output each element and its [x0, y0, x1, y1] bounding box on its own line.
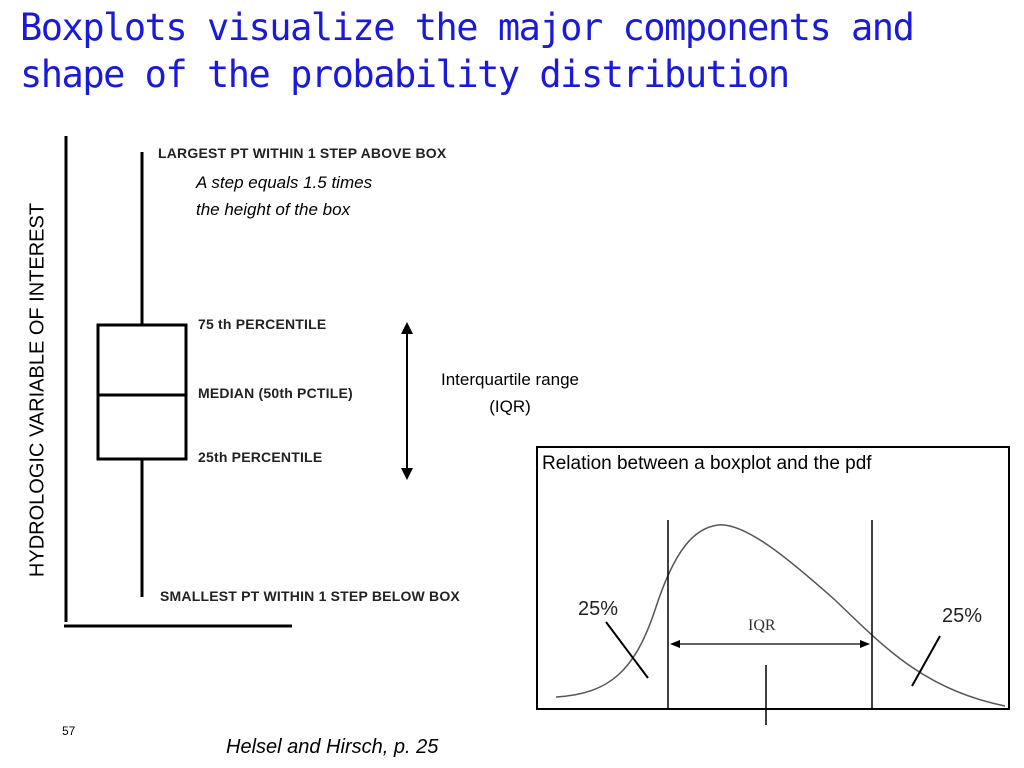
left-tail-percent: 25%	[578, 598, 619, 620]
page-number: 57	[62, 724, 76, 738]
iqr-label: Interquartile range (IQR)	[412, 366, 608, 420]
largest-point-label: LARGEST PT WITHIN 1 STEP ABOVE BOX	[158, 145, 447, 161]
p25-label: 25th PERCENTILE	[198, 449, 323, 465]
step-note-line-2: the height of the box	[196, 200, 351, 219]
step-note-line-1: A step equals 1.5 times	[196, 173, 373, 192]
smallest-point-label: SMALLEST PT WITHIN 1 STEP BELOW BOX	[160, 588, 460, 604]
right-tail-pointer	[911, 635, 941, 687]
pdf-iqr-label: IQR	[748, 617, 776, 634]
slide-title: Boxplots visualize the major components …	[20, 4, 1000, 98]
pdf-curve	[555, 524, 1006, 707]
iqr-double-arrow	[401, 322, 413, 480]
iqr-pdf-arrow	[670, 640, 870, 648]
p75-label: 75 th PERCENTILE	[198, 316, 327, 332]
pdf-panel	[536, 446, 1010, 710]
iqr-label-line-2: (IQR)	[489, 397, 531, 416]
slide-title-line-1: Boxplots visualize the major components …	[20, 6, 915, 49]
iqr-label-line-1: Interquartile range	[441, 370, 579, 389]
step-note: A step equals 1.5 times the height of th…	[196, 169, 372, 223]
slide-title-line-2: shape of the probability distribution	[20, 53, 790, 96]
pdf-panel-title: Relation between a boxplot and the pdf	[542, 453, 872, 474]
citation: Helsel and Hirsch, p. 25	[226, 736, 439, 758]
median-label: MEDIAN (50th PCTILE)	[198, 385, 353, 401]
right-tail-percent: 25%	[942, 605, 983, 627]
left-tail-pointer	[605, 621, 649, 679]
